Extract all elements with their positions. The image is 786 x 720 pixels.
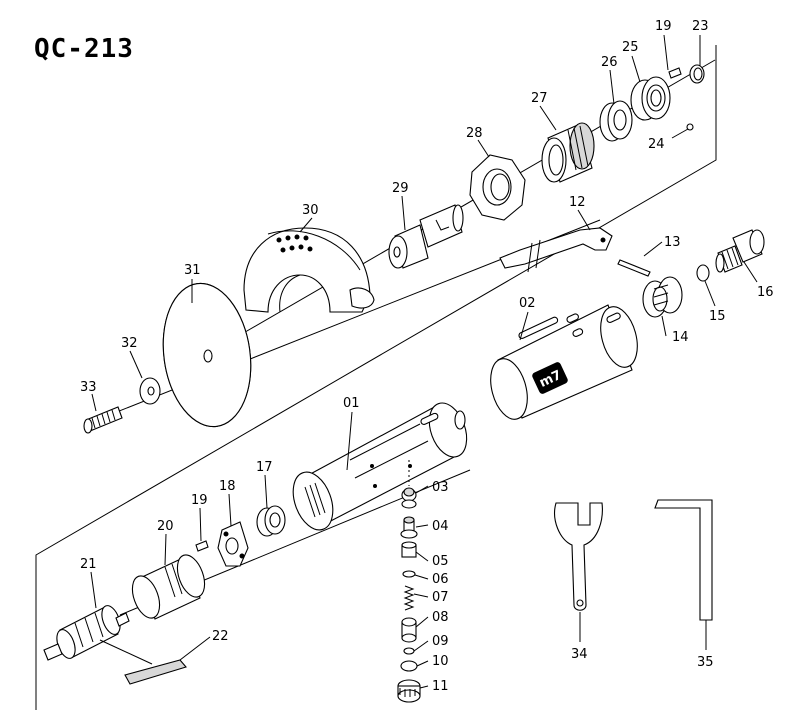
callout-19-bottom: 19 bbox=[191, 493, 208, 508]
part-26-bearing bbox=[599, 100, 633, 142]
part-11-valve-screw bbox=[397, 679, 421, 703]
callout-13: 13 bbox=[664, 235, 681, 250]
callout-34: 34 bbox=[571, 647, 588, 662]
callout-31: 31 bbox=[184, 263, 201, 278]
part-34-spanner-wrench bbox=[554, 502, 603, 642]
valve-stack bbox=[397, 460, 421, 703]
callout-09: 09 bbox=[432, 634, 449, 649]
part-05-valve-cap bbox=[401, 541, 417, 558]
callout-23: 23 bbox=[692, 19, 709, 34]
part-27-bearing-housing bbox=[541, 122, 595, 183]
part-01-motor-housing bbox=[292, 402, 468, 531]
part-32-washer bbox=[139, 377, 161, 405]
callout-03: 03 bbox=[432, 480, 449, 495]
part-28-lock-nut bbox=[469, 154, 526, 221]
callout-02: 02 bbox=[519, 296, 536, 311]
callout-05: 05 bbox=[432, 554, 449, 569]
callout-08: 08 bbox=[432, 610, 449, 625]
part-29-spindle bbox=[388, 204, 464, 269]
part-13-lever-pin bbox=[617, 259, 651, 277]
part-07-spring bbox=[403, 585, 415, 611]
callout-32: 32 bbox=[121, 336, 138, 351]
part-09-o-ring bbox=[403, 647, 415, 655]
part-22-rotor-blade bbox=[99, 639, 187, 685]
part-30-wheel-guard bbox=[243, 227, 375, 313]
callout-06: 06 bbox=[432, 572, 449, 587]
part-19-pin-top bbox=[668, 67, 682, 79]
part-15-o-ring bbox=[696, 264, 710, 282]
callout-17: 17 bbox=[256, 460, 273, 475]
part-19-pin-bottom bbox=[195, 540, 209, 552]
part-31-cutting-disc bbox=[160, 280, 255, 430]
callout-24: 24 bbox=[648, 137, 665, 152]
callout-15: 15 bbox=[709, 309, 726, 324]
part-20-cylinder bbox=[131, 554, 206, 620]
part-24-steel-ball bbox=[671, 123, 694, 139]
part-23-o-ring bbox=[689, 64, 705, 84]
part-02-grip-sleeve: m7 bbox=[490, 304, 638, 420]
part-12-throttle-lever bbox=[499, 227, 613, 273]
part-35-hex-key bbox=[654, 499, 713, 650]
callout-07: 07 bbox=[432, 590, 449, 605]
callout-04: 04 bbox=[432, 519, 449, 534]
part-10-o-ring bbox=[400, 660, 418, 672]
callout-27: 27 bbox=[531, 91, 548, 106]
callout-25: 25 bbox=[622, 40, 639, 55]
callout-28: 28 bbox=[466, 126, 483, 141]
callout-16: 16 bbox=[757, 285, 774, 300]
part-21-rotor bbox=[43, 605, 130, 661]
model-title: QC-213 bbox=[34, 34, 134, 64]
part-03-valve-seat bbox=[401, 487, 417, 509]
leader-lines bbox=[90, 34, 758, 689]
part-16-air-inlet bbox=[715, 229, 765, 273]
part-17-bearing bbox=[256, 505, 286, 537]
part-06-o-ring bbox=[402, 570, 416, 578]
part-callouts: 19 23 25 26 24 27 28 29 30 31 32 33 12 1… bbox=[80, 19, 774, 694]
callout-22: 22 bbox=[212, 629, 229, 644]
callout-30: 30 bbox=[302, 203, 319, 218]
callout-11: 11 bbox=[432, 679, 449, 694]
part-14-inlet-collar bbox=[642, 276, 683, 318]
brand-logo: m7 bbox=[532, 362, 568, 394]
callout-14: 14 bbox=[672, 330, 689, 345]
callout-10: 10 bbox=[432, 654, 449, 669]
callout-26: 26 bbox=[601, 55, 618, 70]
callout-33: 33 bbox=[80, 380, 97, 395]
callout-01: 01 bbox=[343, 396, 360, 411]
callout-35: 35 bbox=[697, 655, 714, 670]
part-08-valve-bushing bbox=[401, 617, 417, 643]
callout-29: 29 bbox=[392, 181, 409, 196]
callout-20: 20 bbox=[157, 519, 174, 534]
callout-19-top: 19 bbox=[655, 19, 672, 34]
part-18-front-plate bbox=[217, 521, 249, 567]
part-04-valve-stem bbox=[400, 516, 418, 539]
part-33-screw bbox=[83, 406, 123, 434]
callout-18: 18 bbox=[219, 479, 236, 494]
part-25-rear-plate bbox=[630, 76, 671, 121]
callout-21: 21 bbox=[80, 557, 97, 572]
callout-12: 12 bbox=[569, 195, 586, 210]
